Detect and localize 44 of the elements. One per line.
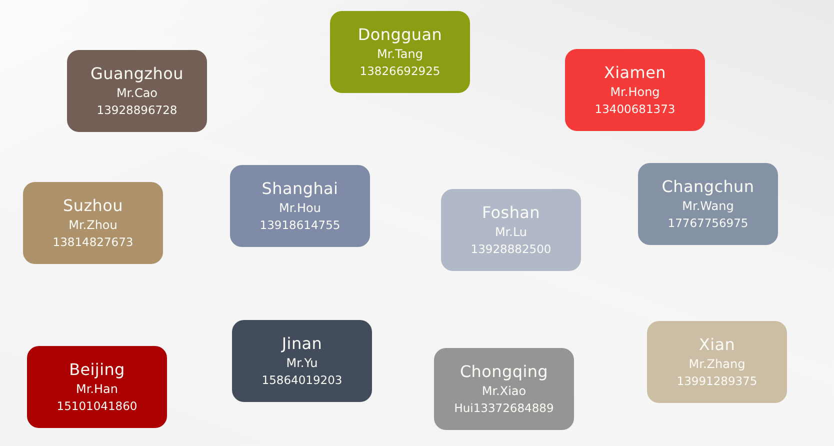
contact-card: [330, 11, 470, 93]
contact-card: [638, 163, 778, 245]
phone-number: 15101041860: [56, 398, 138, 415]
city-name: Jinan: [282, 333, 322, 354]
city-name: Shanghai: [262, 178, 338, 199]
phone-number: 13928896728: [96, 102, 178, 119]
contact-card: [565, 49, 705, 131]
contact-name: Mr.Hong: [610, 84, 660, 101]
phone-number: 13918614755: [260, 217, 340, 234]
contact-name: Mr.Zhou: [68, 217, 118, 234]
city-name: Chongqing: [460, 361, 548, 382]
phone-number: Hui13372684889: [454, 400, 554, 417]
contact-name: Mr.Yu: [286, 355, 318, 372]
phone-number: 17767756975: [668, 215, 748, 232]
phone-number: 13400681373: [594, 101, 676, 118]
contact-name: Mr.Zhang: [688, 356, 746, 373]
contact-name: Mr.Xiao: [482, 383, 526, 400]
city-name: Xiamen: [604, 62, 666, 83]
contact-card: [441, 189, 581, 271]
contact-name: Mr.Tang: [377, 46, 423, 63]
contact-card: [27, 346, 167, 428]
contact-name: Mr.Han: [76, 381, 118, 398]
city-name: Foshan: [482, 202, 540, 223]
phone-number: 13991289375: [676, 373, 758, 390]
phone-number: 13928882500: [470, 241, 552, 258]
contact-name: Mr.Wang: [682, 198, 734, 215]
contact-card: [67, 50, 207, 132]
city-name: Changchun: [662, 176, 754, 197]
phone-number: 13814827673: [52, 234, 134, 251]
contact-card: [23, 182, 163, 264]
contact-card: [434, 348, 574, 430]
city-name: Beijing: [69, 359, 125, 380]
phone-number: 15864019203: [262, 372, 342, 389]
contact-name: Mr.Hou: [279, 200, 321, 217]
contact-name: Mr.Cao: [116, 85, 158, 102]
phone-number: 13826692925: [360, 63, 440, 80]
city-name: Xian: [698, 334, 736, 355]
contact-card: [230, 165, 370, 247]
city-name: Dongguan: [358, 24, 442, 45]
city-name: Guangzhou: [90, 63, 184, 84]
contact-card: [232, 320, 372, 402]
city-name: Suzhou: [63, 195, 123, 216]
contact-card: [647, 321, 787, 403]
contact-name: Mr.Lu: [494, 224, 528, 241]
